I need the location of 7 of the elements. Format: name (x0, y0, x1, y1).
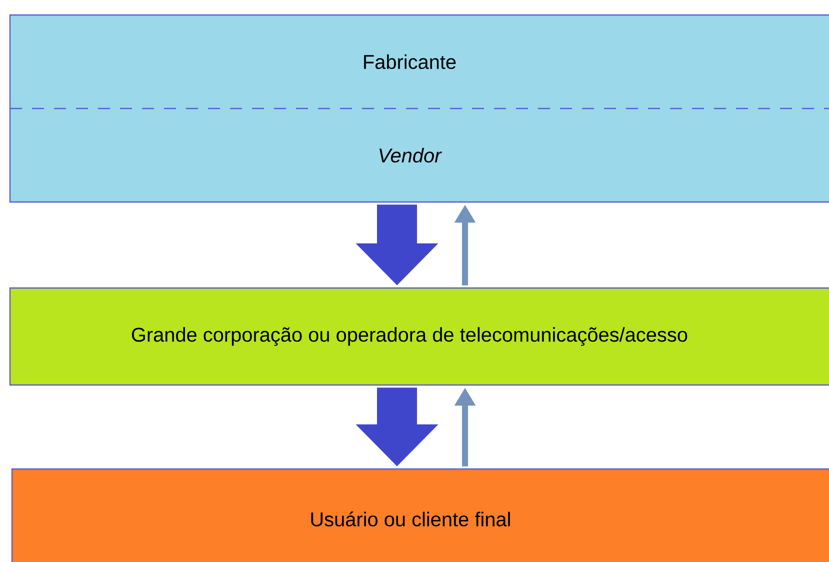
process-box (9, 287, 829, 386)
box-label: Fabricante (364, 54, 456, 70)
box-label: Usuário ou cliente final (311, 512, 510, 526)
process-box (11, 468, 829, 562)
box-label: Grande corporação ou operadora de telecomunicações/acesso (132, 327, 688, 346)
process-box (9, 14, 829, 203)
box-label: Vendor (379, 148, 442, 163)
